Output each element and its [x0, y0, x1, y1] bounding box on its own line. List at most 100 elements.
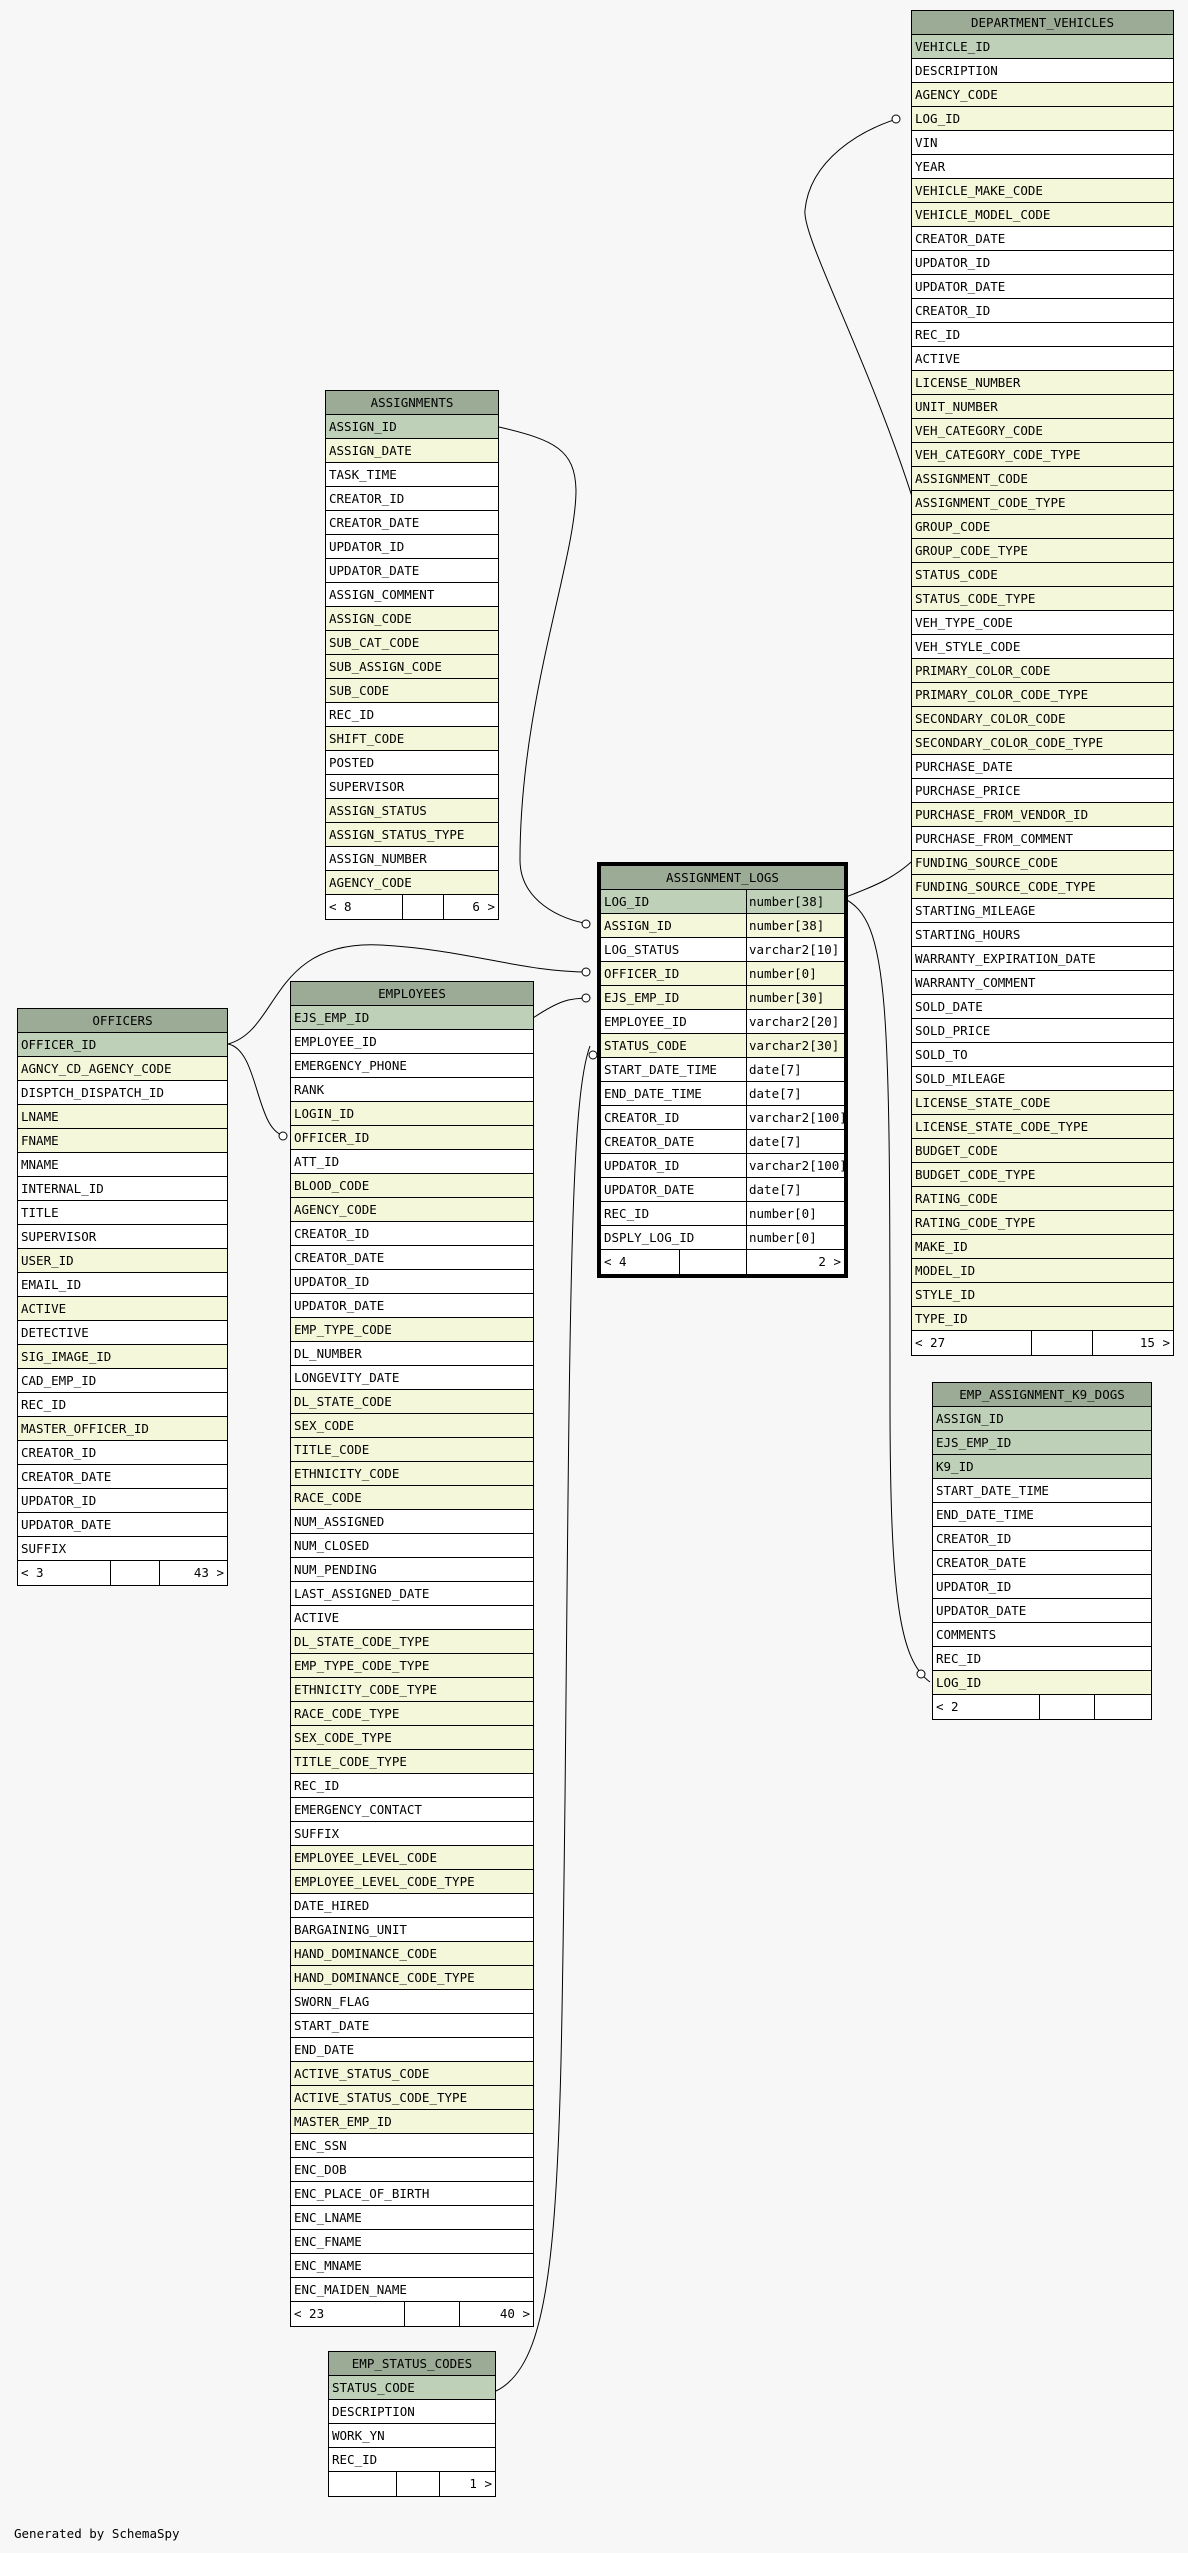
column-row[interactable]: FNAME — [18, 1129, 227, 1153]
column-row[interactable]: ASSIGN_STATUS_TYPE — [326, 823, 498, 847]
column-row[interactable]: ASSIGN_STATUS — [326, 799, 498, 823]
column-row[interactable]: TITLE — [18, 1201, 227, 1225]
column-row[interactable]: CREATOR_ID — [326, 487, 498, 511]
column-row[interactable]: EMERGENCY_CONTACT — [291, 1798, 533, 1822]
column-row[interactable]: ASSIGN_NUMBER — [326, 847, 498, 871]
column-row[interactable]: K9_ID — [933, 1455, 1151, 1479]
column-row[interactable]: END_DATE — [291, 2038, 533, 2062]
column-row[interactable]: FUNDING_SOURCE_CODE_TYPE — [912, 875, 1173, 899]
column-row[interactable]: SOLD_DATE — [912, 995, 1173, 1019]
column-row[interactable]: ENC_SSN — [291, 2134, 533, 2158]
column-row[interactable]: WORK_YN — [329, 2424, 495, 2448]
column-row[interactable]: ENC_FNAME — [291, 2230, 533, 2254]
column-row[interactable]: PURCHASE_FROM_COMMENT — [912, 827, 1173, 851]
column-row[interactable]: DATE_HIRED — [291, 1894, 533, 1918]
column-row[interactable]: ASSIGN_CODE — [326, 607, 498, 631]
column-row[interactable]: REC_ID — [326, 703, 498, 727]
column-row[interactable]: TASK_TIME — [326, 463, 498, 487]
column-row[interactable]: VEHICLE_ID — [912, 35, 1173, 59]
column-row[interactable]: MASTER_OFFICER_ID — [18, 1417, 227, 1441]
column-row[interactable]: CREATOR_DATE — [326, 511, 498, 535]
column-row[interactable]: YEAR — [912, 155, 1173, 179]
column-row[interactable]: EMPLOYEE_ID — [291, 1030, 533, 1054]
column-row[interactable]: ASSIGN_ID — [933, 1407, 1151, 1431]
column-row[interactable]: UNIT_NUMBER — [912, 395, 1173, 419]
column-row[interactable]: ENC_PLACE_OF_BIRTH — [291, 2182, 533, 2206]
column-row[interactable]: LICENSE_STATE_CODE_TYPE — [912, 1115, 1173, 1139]
column-row[interactable]: STATUS_CODE_TYPE — [912, 587, 1173, 611]
column-row[interactable]: ASSIGN_DATE — [326, 439, 498, 463]
column-row[interactable]: LNAME — [18, 1105, 227, 1129]
column-row[interactable]: DISPTCH_DISPATCH_ID — [18, 1081, 227, 1105]
column-row[interactable]: HAND_DOMINANCE_CODE_TYPE — [291, 1966, 533, 1990]
column-row[interactable]: WARRANTY_COMMENT — [912, 971, 1173, 995]
column-row[interactable]: INTERNAL_ID — [18, 1177, 227, 1201]
column-row[interactable]: ETHNICITY_CODE — [291, 1462, 533, 1486]
column-row[interactable]: PURCHASE_PRICE — [912, 779, 1173, 803]
column-row[interactable]: ACTIVE — [18, 1297, 227, 1321]
column-row[interactable]: ACTIVE — [291, 1606, 533, 1630]
column-row[interactable]: BUDGET_CODE_TYPE — [912, 1163, 1173, 1187]
column-row[interactable]: SHIFT_CODE — [326, 727, 498, 751]
column-row[interactable]: REC_ID — [912, 323, 1173, 347]
column-row[interactable]: ATT_ID — [291, 1150, 533, 1174]
column-row[interactable]: COMMENTS — [933, 1623, 1151, 1647]
column-row[interactable]: MAKE_ID — [912, 1235, 1173, 1259]
column-row[interactable]: UPDATOR_DATE — [18, 1513, 227, 1537]
column-row[interactable]: SOLD_PRICE — [912, 1019, 1173, 1043]
column-row[interactable]: EMAIL_ID — [18, 1273, 227, 1297]
column-row[interactable]: RACE_CODE — [291, 1486, 533, 1510]
column-row[interactable]: ETHNICITY_CODE_TYPE — [291, 1678, 533, 1702]
column-row[interactable]: SWORN_FLAG — [291, 1990, 533, 2014]
column-row[interactable]: UPDATOR_ID — [18, 1489, 227, 1513]
column-row[interactable]: LICENSE_NUMBER — [912, 371, 1173, 395]
column-row[interactable]: DL_STATE_CODE — [291, 1390, 533, 1414]
column-row[interactable]: LOG_ID — [933, 1671, 1151, 1695]
column-row[interactable]: SEX_CODE — [291, 1414, 533, 1438]
column-row[interactable]: BARGAINING_UNIT — [291, 1918, 533, 1942]
column-row[interactable]: VEH_STYLE_CODE — [912, 635, 1173, 659]
column-row[interactable]: EJS_EMP_ID — [291, 1006, 533, 1030]
column-row[interactable]: REC_ID — [291, 1774, 533, 1798]
column-row[interactable]: ASSIGNMENT_CODE_TYPE — [912, 491, 1173, 515]
column-row[interactable]: REC_ID — [933, 1647, 1151, 1671]
column-row[interactable]: END_DATE_TIME — [933, 1503, 1151, 1527]
column-row[interactable]: TITLE_CODE_TYPE — [291, 1750, 533, 1774]
column-row[interactable]: RANK — [291, 1078, 533, 1102]
column-row[interactable]: VEHICLE_MODEL_CODE — [912, 203, 1173, 227]
column-row[interactable]: EJS_EMP_ID — [933, 1431, 1151, 1455]
column-row[interactable]: EMP_TYPE_CODE_TYPE — [291, 1654, 533, 1678]
column-row[interactable]: LICENSE_STATE_CODE — [912, 1091, 1173, 1115]
column-row[interactable]: VEH_CATEGORY_CODE — [912, 419, 1173, 443]
column-row[interactable]: SOLD_TO — [912, 1043, 1173, 1067]
column-row[interactable]: UPDATOR_DATE — [912, 275, 1173, 299]
column-row[interactable]: DL_NUMBER — [291, 1342, 533, 1366]
column-row[interactable]: EMERGENCY_PHONE — [291, 1054, 533, 1078]
column-row[interactable]: BUDGET_CODE — [912, 1139, 1173, 1163]
column-row[interactable]: CREATOR_DATE — [912, 227, 1173, 251]
column-row[interactable]: MODEL_ID — [912, 1259, 1173, 1283]
column-row[interactable]: UPDATOR_ID — [933, 1575, 1151, 1599]
column-row[interactable]: CREATOR_ID — [291, 1222, 533, 1246]
column-row[interactable]: SECONDARY_COLOR_CODE — [912, 707, 1173, 731]
column-row[interactable]: TITLE_CODE — [291, 1438, 533, 1462]
column-row[interactable]: ASSIGN_ID — [326, 415, 498, 439]
column-row[interactable]: STATUS_CODE — [912, 563, 1173, 587]
column-row[interactable]: EMP_TYPE_CODE — [291, 1318, 533, 1342]
column-row[interactable]: CREATOR_DATE — [933, 1551, 1151, 1575]
column-row[interactable]: RACE_CODE_TYPE — [291, 1702, 533, 1726]
